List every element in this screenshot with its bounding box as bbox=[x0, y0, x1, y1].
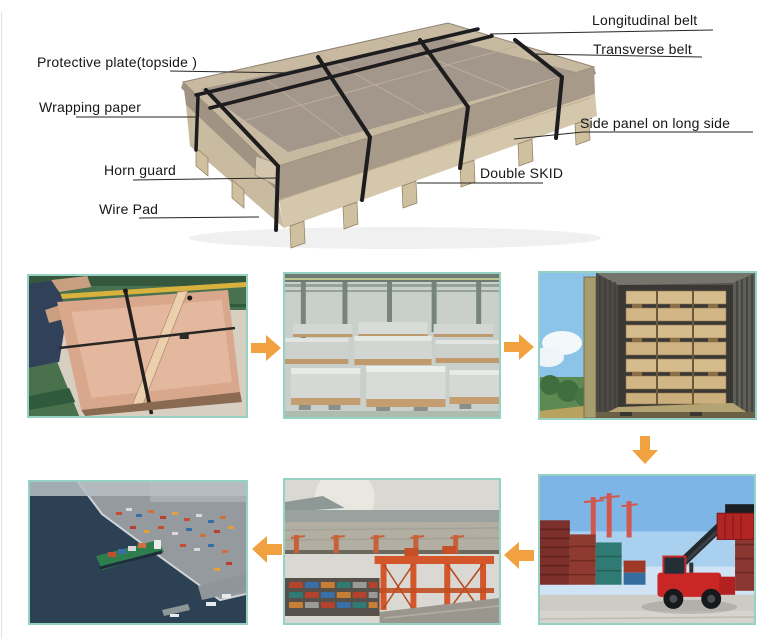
label-protective-plate: Protective plate(topside ) bbox=[37, 54, 198, 70]
front-seam bbox=[278, 97, 591, 201]
crate-front-face bbox=[272, 67, 595, 201]
photo-port-aerial bbox=[28, 480, 248, 625]
photo-warehouse-stacks bbox=[283, 272, 501, 419]
crate-end-base bbox=[186, 105, 284, 228]
arrow-left-icon bbox=[252, 536, 282, 568]
arrow-left-icon bbox=[504, 542, 534, 574]
crate-end-face bbox=[183, 82, 276, 190]
crate-front-base bbox=[279, 94, 597, 228]
crate-illustration bbox=[76, 22, 753, 249]
photo-container-loading bbox=[538, 271, 757, 420]
arrow-right-icon bbox=[504, 334, 534, 365]
crate-shadow bbox=[189, 227, 601, 249]
arrow-right-icon bbox=[251, 335, 281, 366]
photo-reach-stacker bbox=[538, 474, 756, 625]
label-longitudinal-belt: Longitudinal belt bbox=[592, 12, 698, 28]
crate-top-wrap bbox=[201, 38, 576, 152]
leader-lines bbox=[76, 29, 753, 219]
skid-feet bbox=[195, 118, 591, 249]
label-wire-pad: Wire Pad bbox=[99, 201, 159, 217]
photo-crate-strapping bbox=[27, 274, 248, 418]
label-horn-guard: Horn guard bbox=[104, 162, 177, 178]
page-edge-divider bbox=[1, 12, 2, 639]
photo-port-gantry-cranes bbox=[283, 478, 501, 625]
label-side-panel: Side panel on long side bbox=[580, 115, 731, 131]
label-transverse-belt: Transverse belt bbox=[593, 41, 692, 57]
arrow-down-icon bbox=[632, 436, 658, 469]
packing-straps bbox=[194, 27, 565, 232]
label-wrapping-paper: Wrapping paper bbox=[39, 99, 142, 115]
label-double-skid: Double SKID bbox=[480, 165, 564, 181]
